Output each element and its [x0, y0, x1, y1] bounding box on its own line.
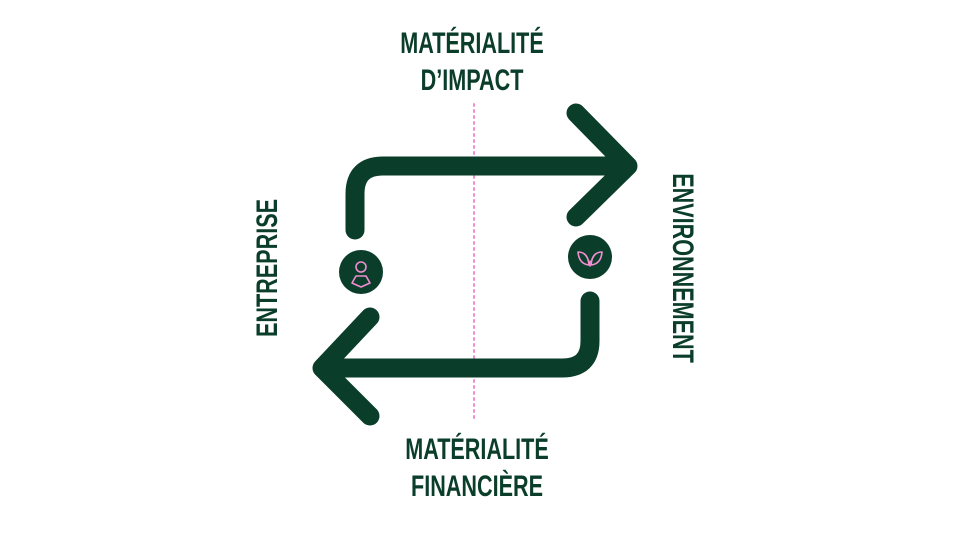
arrow-top-head — [566, 103, 638, 227]
label-right-text: ENVIRONNEMENT — [666, 173, 699, 363]
arrow-bottom-body — [318, 291, 600, 378]
label-materialite-impact: MATÉRIALITÉ D’IMPACT — [367, 29, 577, 103]
label-top-line2: D’IMPACT — [420, 64, 524, 97]
label-top-line1: MATÉRIALITÉ — [400, 27, 544, 60]
leaf-icon — [568, 235, 612, 279]
arrow-bottom-head — [312, 307, 380, 426]
arrow-top-body — [345, 156, 630, 240]
label-bottom-line2: FINANCIÈRE — [410, 470, 544, 503]
label-bottom-line1: MATÉRIALITÉ — [405, 433, 549, 466]
person-icon — [339, 250, 383, 294]
label-left-text: ENTREPRISE — [251, 198, 284, 338]
label-materialite-financiere: MATÉRIALITÉ FINANCIÈRE — [372, 435, 582, 509]
